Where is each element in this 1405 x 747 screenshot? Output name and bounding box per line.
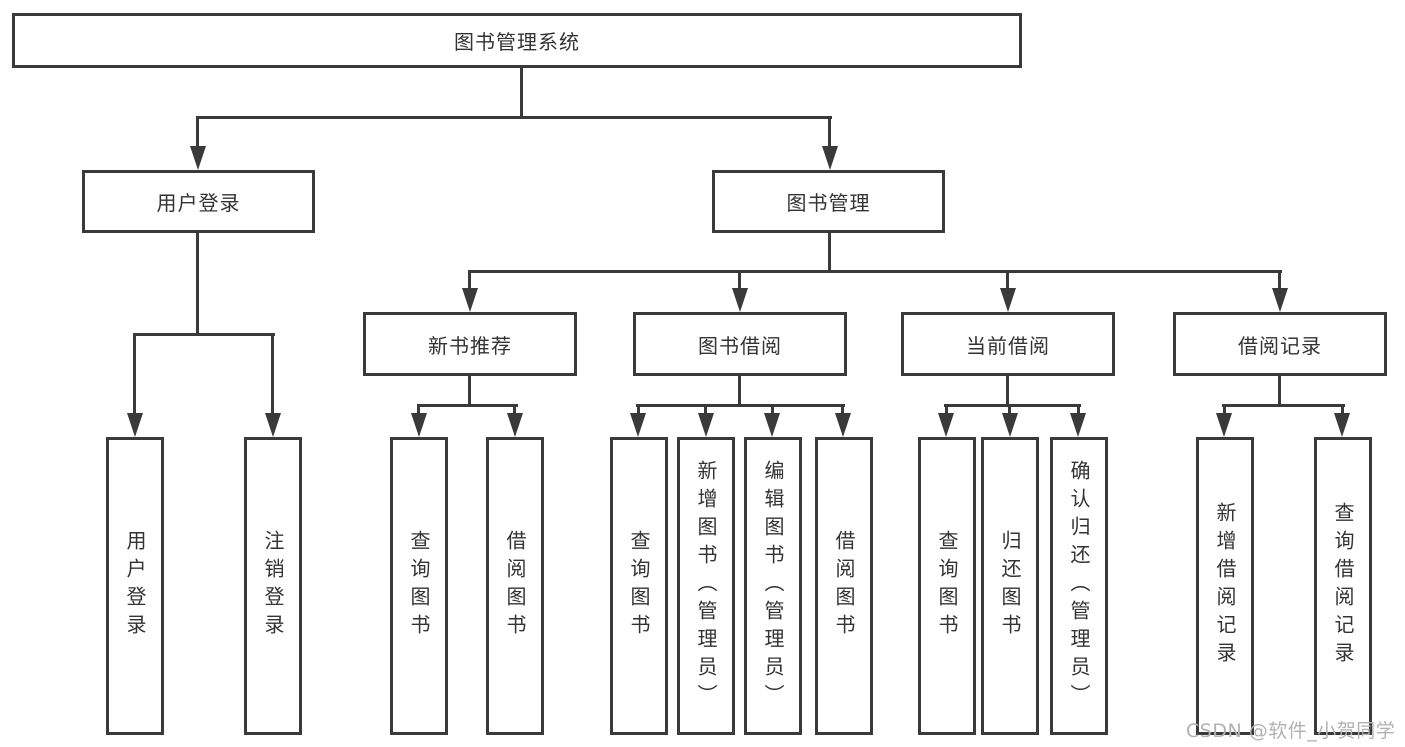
leaf-label: 查询图书 bbox=[407, 530, 431, 642]
arrow-down-icon bbox=[411, 413, 427, 437]
node-label: 图书管理 bbox=[786, 191, 871, 215]
arrow-down-icon bbox=[1002, 413, 1018, 437]
arrow-down-icon bbox=[835, 413, 851, 437]
connector-line bbox=[196, 116, 199, 150]
node-label: 借阅记录 bbox=[1238, 333, 1322, 358]
connector-line bbox=[468, 270, 1282, 273]
leaf-query-book-1: 查询图书 bbox=[390, 437, 448, 735]
arrow-down-icon bbox=[1070, 413, 1086, 437]
node-label: 新书推荐 bbox=[428, 333, 512, 358]
connector-line bbox=[468, 270, 471, 291]
connector-line bbox=[771, 404, 774, 416]
arrow-down-icon bbox=[462, 288, 478, 312]
arrow-down-icon bbox=[1000, 288, 1016, 312]
node-label: 用户登录 bbox=[156, 191, 241, 215]
leaf-user-login: 用户登录 bbox=[106, 437, 164, 735]
arrow-down-icon bbox=[507, 413, 523, 437]
arrow-down-icon bbox=[1272, 288, 1288, 312]
connector-line bbox=[944, 404, 1081, 407]
arrow-down-icon bbox=[127, 413, 143, 437]
node-book-borrow: 图书借阅 bbox=[633, 312, 847, 376]
connector-line bbox=[1006, 270, 1009, 291]
connector-line bbox=[417, 404, 420, 416]
node-label: 图书管理系统 bbox=[454, 30, 580, 54]
connector-line bbox=[1278, 270, 1281, 291]
leaf-query-book-3: 查询图书 bbox=[918, 437, 976, 735]
leaf-return-book: 归还图书 bbox=[981, 437, 1039, 735]
leaf-label: 查询借阅记录 bbox=[1331, 502, 1355, 670]
connector-line bbox=[1077, 404, 1080, 416]
connector-line bbox=[841, 404, 844, 416]
node-borrow-record: 借阅记录 bbox=[1173, 312, 1387, 376]
connector-line bbox=[1008, 404, 1011, 416]
connector-line bbox=[1006, 376, 1009, 407]
leaf-label: 新增借阅记录 bbox=[1213, 502, 1237, 670]
leaf-borrow-book-1: 借阅图书 bbox=[486, 437, 544, 735]
leaf-add-book-admin: 新增图书（管理员） bbox=[677, 437, 735, 735]
connector-line bbox=[271, 333, 274, 416]
leaf-edit-book-admin: 编辑图书（管理员） bbox=[744, 437, 802, 735]
leaf-borrow-book-2: 借阅图书 bbox=[815, 437, 873, 735]
arrow-down-icon bbox=[1216, 413, 1232, 437]
connector-line bbox=[196, 233, 199, 336]
leaf-label: 归还图书 bbox=[998, 530, 1022, 642]
arrow-down-icon bbox=[630, 413, 646, 437]
leaf-confirm-return-admin: 确认归还（管理员） bbox=[1050, 437, 1108, 735]
csdn-watermark: CSDN @软件_小贺同学 bbox=[1186, 720, 1396, 742]
node-label: 当前借阅 bbox=[966, 333, 1050, 358]
connector-line bbox=[828, 233, 831, 273]
leaf-label: 借阅图书 bbox=[503, 530, 527, 642]
connector-line bbox=[196, 116, 832, 119]
connector-line bbox=[738, 270, 741, 291]
connector-line bbox=[1222, 404, 1345, 407]
leaf-label: 查询图书 bbox=[935, 530, 959, 642]
arrow-down-icon bbox=[190, 146, 206, 170]
arrow-down-icon bbox=[265, 413, 281, 437]
arrow-down-icon bbox=[732, 288, 748, 312]
leaf-label: 借阅图书 bbox=[832, 530, 856, 642]
node-current-borrow: 当前借阅 bbox=[901, 312, 1115, 376]
arrow-down-icon bbox=[822, 146, 838, 170]
connector-line bbox=[133, 333, 275, 336]
node-user-login: 用户登录 bbox=[82, 170, 315, 233]
arrow-down-icon bbox=[764, 413, 780, 437]
node-new-book-recommend: 新书推荐 bbox=[363, 312, 577, 376]
leaf-add-borrow-record: 新增借阅记录 bbox=[1196, 437, 1254, 735]
connector-line bbox=[1341, 404, 1344, 416]
node-label: 图书借阅 bbox=[698, 333, 782, 358]
connector-line bbox=[945, 404, 948, 416]
connector-line bbox=[468, 376, 471, 407]
connector-line bbox=[637, 404, 640, 416]
connector-line bbox=[520, 68, 523, 118]
leaf-label: 编辑图书（管理员） bbox=[761, 460, 785, 712]
arrow-down-icon bbox=[1334, 413, 1350, 437]
leaf-label: 用户登录 bbox=[123, 530, 147, 642]
connector-line bbox=[1223, 404, 1226, 416]
leaf-query-borrow-record: 查询借阅记录 bbox=[1314, 437, 1372, 735]
connector-line bbox=[513, 404, 516, 416]
leaf-label: 新增图书（管理员） bbox=[694, 460, 718, 712]
leaf-label: 注销登录 bbox=[261, 530, 285, 642]
connector-line bbox=[738, 376, 741, 407]
leaf-label: 查询图书 bbox=[627, 530, 651, 642]
connector-line bbox=[1278, 376, 1281, 407]
connector-line bbox=[828, 116, 831, 150]
leaf-logout: 注销登录 bbox=[244, 437, 302, 735]
connector-line bbox=[636, 404, 845, 407]
connector-line bbox=[704, 404, 707, 416]
connector-line bbox=[417, 404, 518, 407]
leaf-label: 确认归还（管理员） bbox=[1067, 460, 1091, 712]
arrow-down-icon bbox=[938, 413, 954, 437]
arrow-down-icon bbox=[698, 413, 714, 437]
connector-line bbox=[133, 333, 136, 416]
leaf-query-book-2: 查询图书 bbox=[610, 437, 668, 735]
node-library-system: 图书管理系统 bbox=[12, 13, 1022, 68]
node-book-management: 图书管理 bbox=[712, 170, 945, 233]
